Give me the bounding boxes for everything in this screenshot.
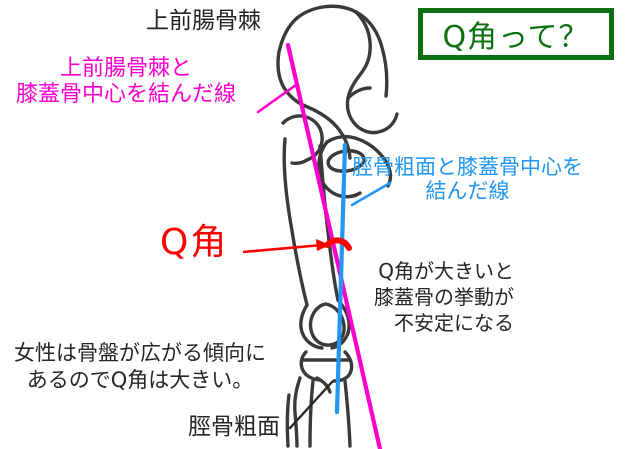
label-asis: 上前腸骨棘	[146, 8, 261, 34]
note-blue-line: 脛骨粗面と膝蓋骨中心を 結んだ線	[352, 155, 583, 204]
ischial-line	[356, 112, 399, 135]
q-angle-arc	[324, 237, 352, 251]
skeleton-outline	[276, 4, 399, 448]
pubic-ramus	[325, 134, 393, 188]
blue-leader-line	[350, 181, 392, 207]
anterior-ilium-border	[276, 16, 305, 107]
asis-to-patella-line	[285, 42, 383, 449]
tibia-lateral-border	[343, 379, 352, 448]
greater-trochanter	[281, 114, 324, 162]
femur-medial-border	[318, 144, 340, 302]
tibial-tuberosity-to-patella-line	[334, 142, 348, 415]
femur-lateral-border	[282, 137, 309, 307]
tibial-tuberosity-bump	[315, 376, 332, 394]
sacrum-outline	[345, 10, 372, 129]
label-tibial-tuberosity: 脛骨粗面	[188, 414, 280, 440]
note-magenta-line: 上前腸骨棘と 膝蓋骨中心を結んだ線	[16, 56, 237, 107]
tibial-plateau-lateral	[299, 350, 321, 382]
label-q-angle: Q角	[160, 222, 229, 263]
magenta-leader-line	[256, 83, 298, 114]
note-female-q-angle: 女性は骨盤が広がる傾向に あるのでQ角は大きい。	[14, 341, 266, 392]
iliac-crest-outline	[295, 4, 389, 98]
lateral-femoral-condyle	[299, 303, 324, 350]
tibia-medial-border	[308, 379, 315, 448]
q-angle-arrow-head	[316, 239, 330, 251]
trochanter-base	[290, 158, 309, 166]
tibial-tuberosity-leader-line	[288, 380, 334, 430]
tibial-plateau-medial	[332, 350, 354, 383]
fibula-head	[293, 376, 302, 448]
pelvic-inner-line	[301, 103, 352, 160]
title-box: Q角って？	[418, 8, 614, 60]
pelvic-notch	[346, 86, 372, 100]
q-angle-arrow-shaft	[242, 243, 323, 254]
title-label: Q角って？	[442, 20, 590, 55]
note-instability: Q角が大きいと 膝蓋骨の挙動が 不安定になる	[374, 259, 514, 335]
fibula-shaft	[285, 393, 291, 448]
